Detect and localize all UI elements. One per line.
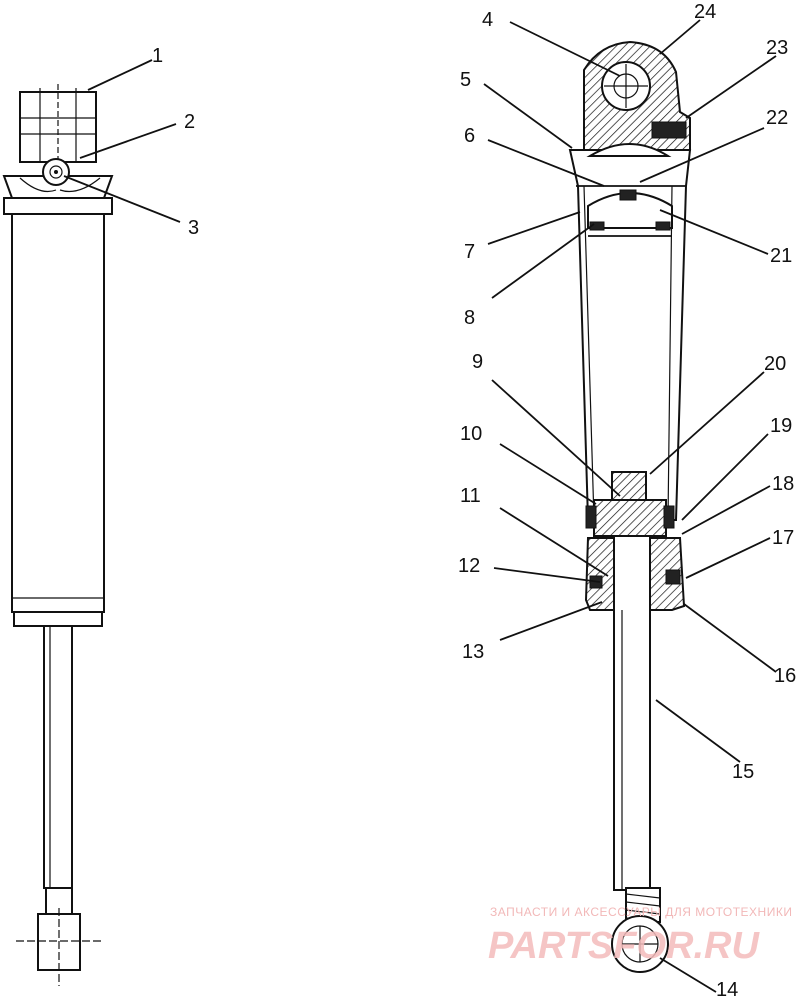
callout-13: 13 — [462, 641, 484, 663]
callout-1: 1 — [152, 45, 163, 67]
callout-2: 2 — [184, 111, 195, 133]
watermark-logo: PARTSFOR.RU — [488, 925, 760, 967]
callout-21: 21 — [770, 245, 792, 267]
watermark: ЗАПЧАСТИ И АКСЕССУАРЫ ДЛЯ МОТОТЕХНИКИ PA… — [488, 905, 792, 967]
body-collar — [3, 197, 113, 215]
callout-4: 4 — [482, 9, 493, 31]
callout-17: 17 — [772, 527, 794, 549]
fill-valve — [651, 121, 687, 139]
piston-shaft — [43, 625, 73, 889]
callout-7: 7 — [464, 241, 475, 263]
body-end-cap — [13, 611, 103, 627]
callout-15: 15 — [732, 761, 754, 783]
floating-piston — [587, 192, 673, 229]
exterior-view — [2, 84, 114, 986]
cutaway-view — [568, 40, 692, 973]
callout-16: 16 — [774, 665, 796, 687]
callout-10: 10 — [460, 423, 482, 445]
shock-body — [11, 213, 105, 613]
callout-12: 12 — [458, 555, 480, 577]
callout-18: 18 — [772, 473, 794, 495]
watermark-tagline: ЗАПЧАСТИ И АКСЕССУАРЫ ДЛЯ МОТОТЕХНИКИ — [490, 905, 792, 919]
callout-19: 19 — [770, 415, 792, 437]
callout-5: 5 — [460, 69, 471, 91]
callout-23: 23 — [766, 37, 788, 59]
piston-nut — [611, 471, 647, 501]
callout-8: 8 — [464, 307, 475, 329]
leader-lines — [63, 19, 777, 993]
callout-11: 11 — [460, 485, 481, 507]
callout-22: 22 — [766, 107, 788, 129]
callout-6: 6 — [464, 125, 475, 147]
callout-9: 9 — [472, 351, 483, 373]
callout-24: 24 — [694, 1, 716, 23]
callout-3: 3 — [188, 217, 199, 239]
callout-14: 14 — [716, 979, 738, 998]
callout-labels: 1 2 3 4 5 6 7 8 9 10 11 12 13 14 15 16 1… — [152, 1, 796, 998]
main-piston — [593, 499, 667, 537]
cutaway-shaft — [613, 535, 651, 891]
callout-20: 20 — [764, 353, 786, 375]
